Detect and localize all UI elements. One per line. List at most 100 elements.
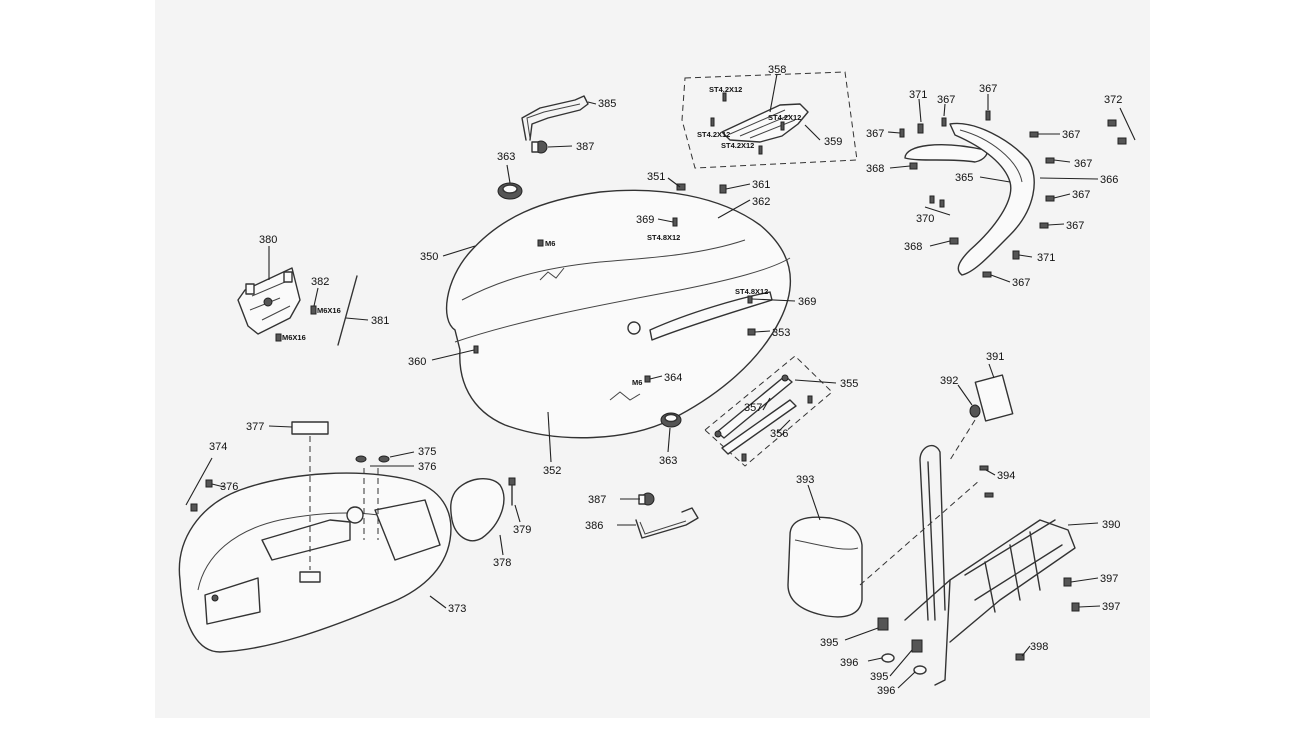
callout-395-a: 395 bbox=[820, 637, 838, 649]
part-377-label bbox=[291, 421, 329, 570]
part-379-bolt bbox=[508, 477, 516, 506]
callout-396-a: 396 bbox=[840, 657, 858, 669]
part-385-handle bbox=[521, 95, 589, 141]
callout-392: 392 bbox=[940, 375, 958, 387]
spec-st42x12-b: ST4.2X12 bbox=[768, 113, 801, 122]
part-363-cap-top bbox=[497, 182, 523, 200]
callout-369-a: 369 bbox=[636, 214, 654, 226]
callout-367-b: 367 bbox=[937, 94, 955, 106]
callout-387-top: 387 bbox=[576, 141, 594, 153]
callout-368-b: 368 bbox=[904, 241, 922, 253]
callout-367-e: 367 bbox=[1074, 158, 1092, 170]
dash-393-390 bbox=[859, 479, 981, 586]
small-fasteners-top-right bbox=[899, 110, 1127, 278]
callout-352: 352 bbox=[543, 465, 561, 477]
callout-370: 370 bbox=[916, 213, 934, 225]
callout-390: 390 bbox=[1102, 519, 1120, 531]
part-387-knob-top bbox=[531, 140, 548, 154]
spec-st48x12-a: ST4.8X12 bbox=[647, 233, 680, 242]
part-393-cushion bbox=[787, 516, 863, 618]
fasteners-375-376 bbox=[190, 455, 390, 540]
callout-379: 379 bbox=[513, 524, 531, 536]
leader-lines bbox=[211, 73, 1101, 689]
callout-367-d: 367 bbox=[1062, 129, 1080, 141]
callout-355: 355 bbox=[840, 378, 858, 390]
callout-371-a: 371 bbox=[909, 89, 927, 101]
part-381-rod bbox=[337, 275, 358, 346]
spec-m6x16-a: M6X16 bbox=[317, 306, 341, 315]
callout-372: 372 bbox=[1104, 94, 1122, 106]
callout-397-a: 397 bbox=[1100, 573, 1118, 585]
callout-350: 350 bbox=[420, 251, 438, 263]
callout-367-f: 367 bbox=[1072, 189, 1090, 201]
spec-st48x12-b: ST4.8X12 bbox=[735, 287, 768, 296]
callout-358: 358 bbox=[768, 64, 786, 76]
callout-368-a: 368 bbox=[866, 163, 884, 175]
callout-386: 386 bbox=[585, 520, 603, 532]
callout-398: 398 bbox=[1030, 641, 1048, 653]
spec-st42x12-d: ST4.2X12 bbox=[721, 141, 754, 150]
callout-365: 365 bbox=[955, 172, 973, 184]
callout-395-b: 395 bbox=[870, 671, 888, 683]
callout-378: 378 bbox=[493, 557, 511, 569]
callout-356: 356 bbox=[770, 428, 788, 440]
part-373-storage-box bbox=[178, 472, 452, 653]
callout-363-top: 363 bbox=[497, 151, 515, 163]
spec-m6x16-b: M6X16 bbox=[282, 333, 306, 342]
fastener-spec-labels: ST4.2X12 ST4.2X12 ST4.2X12 ST4.2X12 ST4.… bbox=[282, 85, 801, 387]
callout-labels: 350 351 352 353 355 356 357 358 359 360 … bbox=[209, 64, 1122, 697]
part-363-cap-bottom bbox=[660, 412, 682, 428]
part-387-knob-bottom bbox=[638, 492, 655, 506]
callout-377: 377 bbox=[246, 421, 264, 433]
spec-m6-b: M6 bbox=[632, 378, 642, 387]
part-365-366-rear-rail bbox=[904, 122, 1035, 276]
callout-362: 362 bbox=[752, 196, 770, 208]
leader-374 bbox=[185, 457, 213, 506]
callout-367-g: 367 bbox=[1066, 220, 1084, 232]
part-378-pad bbox=[450, 477, 505, 542]
callout-360: 360 bbox=[408, 356, 426, 368]
callout-381: 381 bbox=[371, 315, 389, 327]
part-380-bracket bbox=[237, 267, 301, 335]
callout-361: 361 bbox=[752, 179, 770, 191]
callout-371-b: 371 bbox=[1037, 252, 1055, 264]
callout-363-bottom: 363 bbox=[659, 455, 677, 467]
callout-391: 391 bbox=[986, 351, 1004, 363]
callout-366: 366 bbox=[1100, 174, 1118, 186]
callout-373: 373 bbox=[448, 603, 466, 615]
callout-380: 380 bbox=[259, 234, 277, 246]
callout-375: 375 bbox=[418, 446, 436, 458]
callout-387-bottom: 387 bbox=[588, 494, 606, 506]
part-358-grab-rail bbox=[681, 71, 858, 169]
fasteners-394-397-398 bbox=[979, 465, 1080, 661]
callout-374: 374 bbox=[209, 441, 227, 453]
callout-397-b: 397 bbox=[1102, 601, 1120, 613]
leader-372 bbox=[1119, 107, 1136, 141]
callout-367-c: 367 bbox=[866, 128, 884, 140]
callout-351: 351 bbox=[647, 171, 665, 183]
spec-st42x12-c: ST4.2X12 bbox=[697, 130, 730, 139]
callout-367-h: 367 bbox=[1012, 277, 1030, 289]
callout-394: 394 bbox=[997, 470, 1015, 482]
part-355-strap bbox=[704, 355, 833, 467]
callout-393: 393 bbox=[796, 474, 814, 486]
callout-359: 359 bbox=[824, 136, 842, 148]
callout-369-b: 369 bbox=[798, 296, 816, 308]
callout-385: 385 bbox=[598, 98, 616, 110]
spec-st42x12-a: ST4.2X12 bbox=[709, 85, 742, 94]
callout-357: 357 bbox=[744, 402, 762, 414]
part-350-352-side-cover bbox=[445, 189, 792, 439]
part-391-392-reflector bbox=[949, 374, 1014, 461]
part-390-rack bbox=[904, 444, 1076, 686]
callout-353: 353 bbox=[772, 327, 790, 339]
callout-382: 382 bbox=[311, 276, 329, 288]
callout-376-a: 376 bbox=[418, 461, 436, 473]
bolt-382 bbox=[275, 305, 317, 342]
spec-m6-a: M6 bbox=[545, 239, 555, 248]
part-386-handle bbox=[635, 507, 699, 539]
callout-367-a: 367 bbox=[979, 83, 997, 95]
callout-376-b: 376 bbox=[220, 481, 238, 493]
callout-396-b: 396 bbox=[877, 685, 895, 697]
callout-364: 364 bbox=[664, 372, 682, 384]
